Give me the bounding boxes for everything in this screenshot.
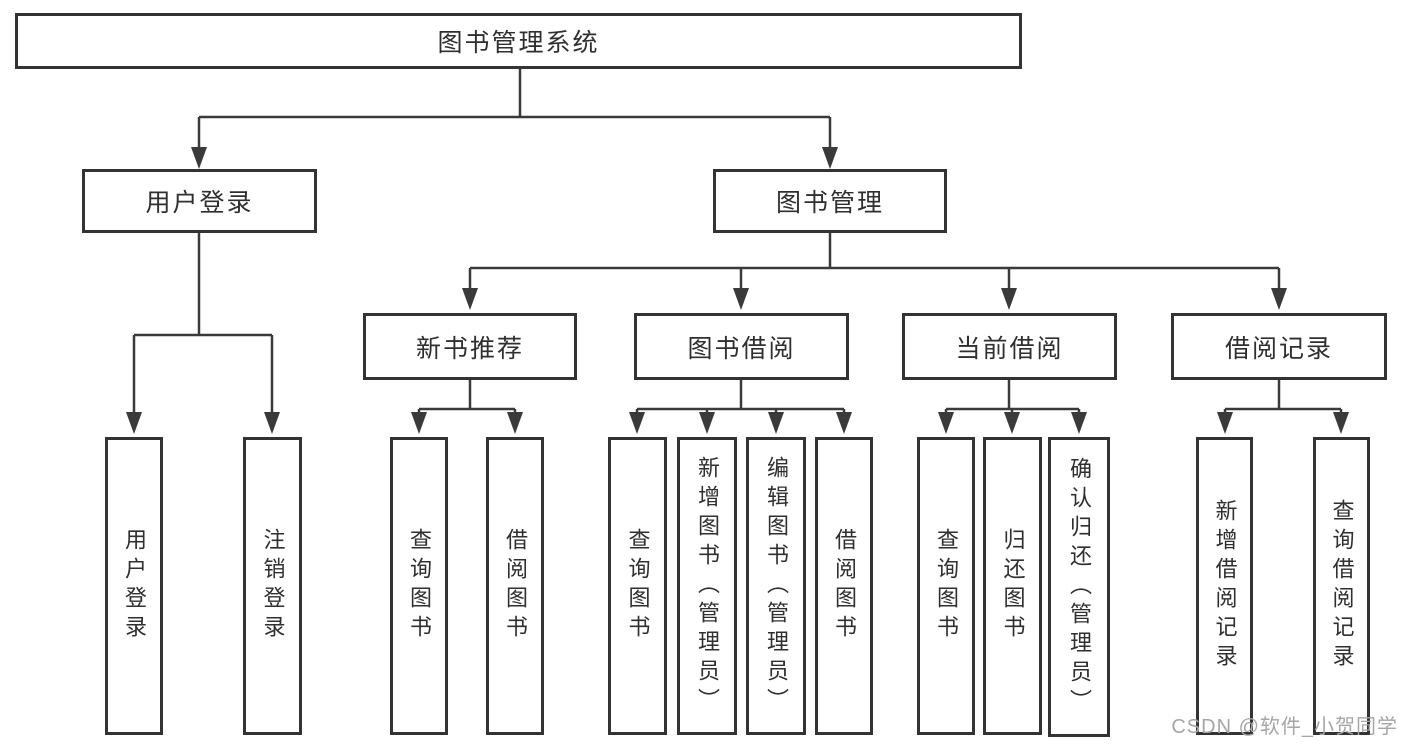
node-add-books-admin: 新增图书（管理员） — [677, 437, 737, 735]
node-label: 编辑图书（管理员） — [764, 455, 789, 717]
node-book-borrowing: 图书借阅 — [634, 313, 849, 380]
node-book-management-branch: 图书管理 — [713, 169, 947, 233]
node-label: 图书借阅 — [687, 334, 796, 363]
node-label: 确认归还（管理员） — [1067, 456, 1092, 718]
node-current-borrowing: 当前借阅 — [902, 313, 1117, 380]
node-user-login-branch: 用户登录 — [82, 169, 317, 233]
node-confirm-return-admin: 确认归还（管理员） — [1048, 437, 1110, 737]
node-borrow-books: 借阅图书 — [815, 437, 873, 735]
node-library-management-system: 图书管理系统 — [15, 13, 1022, 69]
node-label: 查询图书 — [934, 528, 959, 644]
node-query-books-current: 查询图书 — [917, 437, 975, 735]
node-borrowing-records: 借阅记录 — [1171, 313, 1387, 380]
node-borrow-books-recommend: 借阅图书 — [486, 437, 544, 735]
node-label: 新书推荐 — [415, 334, 524, 363]
node-return-books: 归还图书 — [983, 437, 1042, 735]
csdn-watermark: CSDN @软件_小贺同学 — [1171, 716, 1398, 738]
node-query-borrow-record: 查询借阅记录 — [1313, 437, 1370, 735]
node-label: 图书管理系统 — [437, 29, 600, 57]
node-logout: 注销登录 — [243, 437, 302, 735]
node-edit-books-admin: 编辑图书（管理员） — [746, 437, 806, 735]
node-new-book-recommendation: 新书推荐 — [363, 313, 577, 380]
node-label: 当前借阅 — [955, 334, 1064, 363]
node-label: 查询图书 — [625, 528, 651, 644]
node-label: 归还图书 — [1000, 528, 1026, 644]
node-label: 新增图书（管理员） — [695, 455, 720, 717]
node-label: 图书管理 — [775, 189, 884, 217]
node-label: 查询借阅记录 — [1329, 499, 1355, 673]
node-label: 注销登录 — [260, 528, 286, 644]
node-label: 借阅图书 — [832, 528, 857, 644]
node-label: 借阅记录 — [1224, 334, 1333, 363]
node-add-borrow-record: 新增借阅记录 — [1196, 437, 1253, 735]
node-user-login: 用户登录 — [105, 437, 163, 735]
node-label: 查询图书 — [407, 528, 432, 644]
node-query-books-recommend: 查询图书 — [390, 437, 448, 735]
node-query-books-borrowing: 查询图书 — [608, 437, 667, 735]
node-label: 借阅图书 — [503, 528, 528, 644]
node-label: 用户登录 — [122, 528, 147, 644]
node-label: 新增借阅记录 — [1212, 499, 1238, 673]
node-label: 用户登录 — [145, 189, 254, 217]
